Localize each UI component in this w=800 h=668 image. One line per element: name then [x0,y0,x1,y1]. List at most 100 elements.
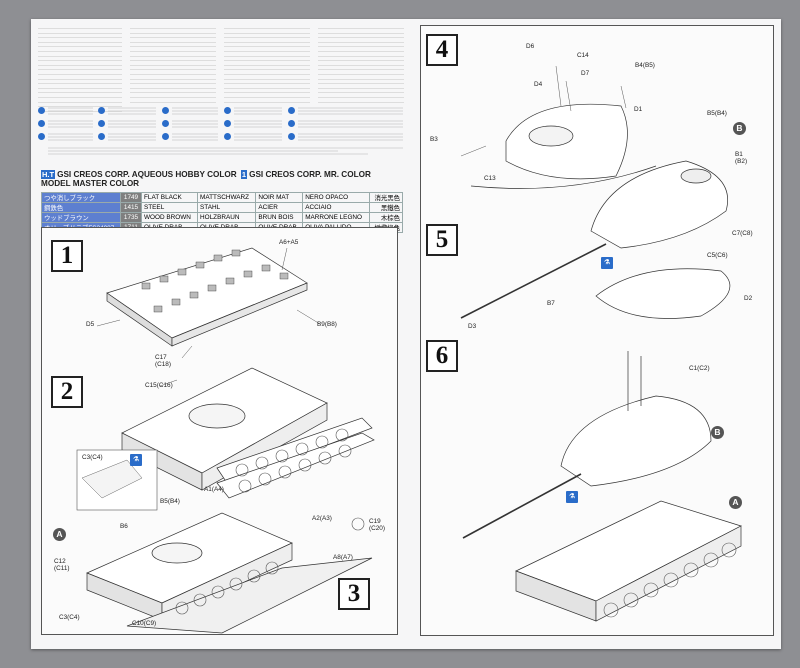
part-label-b1b2: B1 (B2) [735,151,748,165]
english-text-column [130,25,220,103]
color-english: STEEL [140,202,199,213]
part-label-c12c11: C12 (C11) [54,558,70,572]
symbol-icon [288,133,295,140]
color-japanese: 鋼鉄色 [41,202,121,213]
color-german: HOLZBRAUN [197,212,257,223]
step-number-5: 5 [426,224,458,256]
part-label-c3c4-bottom: C3(C4) [59,614,80,621]
part-label-a1a4: A1(A4) [204,486,224,493]
color-italian: ACCIAIO [302,202,370,213]
part-label-b5b4: B5(B4) [707,110,727,117]
subassembly-marker-a: A [729,496,742,509]
french-text-column [318,25,408,103]
cement-icon: ⚗ [130,454,142,466]
step-number-3: 3 [338,578,370,610]
subassembly-marker-b: B [733,122,746,135]
symbol-icon [288,107,295,114]
subassembly-marker-b: B [711,426,724,439]
symbol-icon [224,107,231,114]
subassembly-marker-a: A [53,528,66,541]
color-french: BRUN BOIS [255,212,304,223]
color-japanese: ウッドブラウン [41,212,121,223]
color-chinese: 消光黑色 [368,192,404,203]
lower-hull-drawing [76,247,375,634]
part-label-d4: D4 [534,81,543,88]
color-german: STAHL [197,202,257,213]
instruction-text-block [38,25,408,180]
part-label-a2a3: A2(A3) [312,515,332,522]
aqueous-prefix: H.T [41,170,56,179]
symbol-icon [38,133,45,140]
color-english: FLAT BLACK [140,192,199,203]
part-label-b5b4: B5(B4) [160,498,180,505]
part-label-d5: D5 [86,321,95,328]
part-label-d2: D2 [744,295,753,302]
part-label-c15c16: C15(C16) [145,382,173,389]
part-label-d6: D6 [526,43,535,50]
japanese-text-column [38,25,126,112]
table-row: ウッドブラウン 1735 WOOD BROWN HOLZBRAUN BRUN B… [41,212,404,223]
part-label-c17c18: C17 (C18) [155,354,171,368]
step-number-4: 4 [426,34,458,66]
part-label-d7: D7 [581,70,590,77]
steps-1-3-panel: 1 2 3 A ⚗ A6+A5 D5 B9(B8) C17 (C18) C15(… [41,227,398,635]
mr-color-title: GSI CREOS CORP. MR. COLOR [249,170,371,179]
part-label-b3: B3 [430,136,438,143]
part-label-c1c2: C1(C2) [689,365,710,372]
color-code: 1735 [120,212,142,223]
color-german: MATTSCHWARZ [197,192,257,203]
part-label-a8a7: A8(A7) [333,554,353,561]
cement-icon: ⚗ [566,491,578,503]
symbol-icon [224,133,231,140]
step-number-2: 2 [51,376,83,408]
step-number-6: 6 [426,340,458,372]
legend-lines [48,107,403,155]
symbol-icon [288,120,295,127]
color-japanese: つや消しブラック [41,192,121,203]
part-label-c19c20: C19 (C20) [369,518,385,532]
symbol-icon [162,133,169,140]
symbol-icon [162,120,169,127]
color-code: 1415 [120,202,142,213]
symbol-icon [98,120,105,127]
part-label-c5c6: C5(C6) [707,252,728,259]
symbol-icon [224,120,231,127]
symbol-icon [38,120,45,127]
color-french: ACIER [255,202,304,213]
part-label-a6a5: A6+A5 [279,239,299,246]
symbol-icon [98,133,105,140]
part-label-b9b8: B9(B8) [317,321,337,328]
part-label-d3: D3 [468,323,477,330]
symbol-legend [38,106,408,166]
part-label-c3c4-top: C3(C4) [82,454,103,461]
steps-4-6-panel: 4 5 6 B B A ⚗ ⚗ D6 C14 D4 D7 B4(B5) D1 B… [420,25,774,636]
mr-color-prefix: 1 [240,170,248,179]
color-code: 1749 [120,192,142,203]
part-label-c7c8: C7(C8) [732,230,753,237]
cement-icon: ⚗ [601,257,613,269]
part-label-b4b5: B4(B5) [635,62,655,69]
part-label-b6: B6 [120,523,128,530]
table-row: 鋼鉄色 1415 STEEL STAHL ACIER ACCIAIO 黑鐵色 [41,202,404,213]
turret-drawing [460,65,742,622]
part-label-c14: C14 [577,52,589,59]
part-label-c13: C13 [484,175,496,182]
color-english: WOOD BROWN [140,212,199,223]
part-label-b7: B7 [547,300,555,307]
german-text-column [224,25,314,103]
color-italian: MARRONE LEGNO [302,212,370,223]
part-label-c10c9: C10(C9) [132,620,157,627]
color-chinese: 黑鐵色 [368,202,404,213]
color-italian: NERO OPACO [302,192,370,203]
step-number-1: 1 [51,240,83,272]
color-chinese: 木棕色 [368,212,404,223]
color-french: NOIR MAT [255,192,304,203]
symbol-icon [98,107,105,114]
symbol-icon [38,107,45,114]
aqueous-color-title: GSI CREOS CORP. AQUEOUS HOBBY COLOR [57,170,237,179]
model-master-title: MODEL MASTER COLOR [41,179,140,188]
symbol-icon [162,107,169,114]
part-label-d1: D1 [634,106,643,113]
